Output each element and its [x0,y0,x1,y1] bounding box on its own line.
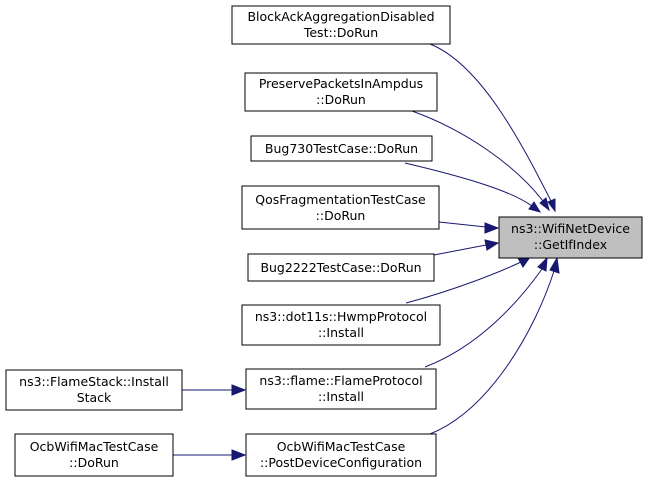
arrowhead-n9 [231,384,247,396]
arrowhead-n2 [539,197,550,212]
node-n9-line2: Stack [77,390,112,405]
node-target-line1: ns3::WifiNetDevice [511,221,630,236]
node-qos-fragmentation-testcase[interactable]: QosFragmentationTestCase ::DoRun [241,185,440,230]
node-flame-protocol-install[interactable]: ns3::flame::FlameProtocol ::Install [245,368,437,410]
node-target[interactable]: ns3::WifiNetDevice ::GetIfIndex [498,216,643,259]
node-n10-line2: ::DoRun [69,455,119,470]
node-n4-line1: QosFragmentationTestCase [255,192,426,207]
edge-n2-to-target [411,110,544,202]
node-n2-line2: ::DoRun [316,92,366,107]
edge-n6-to-target [405,261,522,304]
node-n5-line1: Bug2222TestCase::DoRun [260,260,421,275]
edges [173,43,560,461]
arrowhead-n1 [547,198,556,213]
node-target-line2: ::GetIfIndex [534,237,607,252]
node-n3-line1: Bug730TestCase::DoRun [265,141,418,156]
node-ocbwifimac-post-device-configuration[interactable]: OcbWifiMacTestCase ::PostDeviceConfigura… [245,433,437,477]
node-n4-line2: ::DoRun [316,208,366,223]
node-n2-line1: PreservePacketsInAmpdus [259,76,423,91]
node-n6-line1: ns3::dot11s::HwmpProtocol [255,309,427,324]
node-n1-line2: Test::DoRun [303,25,378,40]
node-ocbwifimac-dorun[interactable]: OcbWifiMacTestCase ::DoRun [14,433,174,477]
node-flame-stack-install-stack[interactable]: ns3::FlameStack::Install Stack [5,369,183,411]
edge-n1-to-target [429,43,552,202]
arrowhead-n10 [231,449,247,461]
edge-n8-to-target [429,270,555,435]
node-blockack-aggregation-disabled[interactable]: BlockAckAggregationDisabled Test::DoRun [231,5,451,45]
node-n7-line1: ns3::flame::FlameProtocol [259,373,422,388]
node-n10-line1: OcbWifiMacTestCase [30,439,159,454]
arrowhead-n8 [549,256,560,274]
node-n6-line2: ::Install [318,325,364,340]
node-dot11s-hwmp-protocol[interactable]: ns3::dot11s::HwmpProtocol ::Install [241,304,441,346]
node-n8-line2: ::PostDeviceConfiguration [260,455,422,470]
arrowhead-n3 [528,201,542,213]
arrowhead-n4 [484,222,500,234]
arrowhead-n5 [484,239,500,251]
node-n7-line2: ::Install [318,389,364,404]
node-preserve-packets-in-ampdus[interactable]: PreservePacketsInAmpdus ::DoRun [244,72,438,112]
arrowhead-n7 [537,256,548,272]
node-bug2222-testcase[interactable]: Bug2222TestCase::DoRun [247,253,435,282]
node-n9-line1: ns3::FlameStack::Install [19,374,169,389]
node-n8-line1: OcbWifiMacTestCase [277,439,406,454]
node-bug730-testcase[interactable]: Bug730TestCase::DoRun [250,135,433,162]
edge-n4-to-target [438,221,487,228]
node-n1-line1: BlockAckAggregationDisabled [247,9,434,24]
edge-n7-to-target [424,268,543,368]
edge-n5-to-target [433,244,487,256]
edge-n3-to-target [404,162,533,207]
